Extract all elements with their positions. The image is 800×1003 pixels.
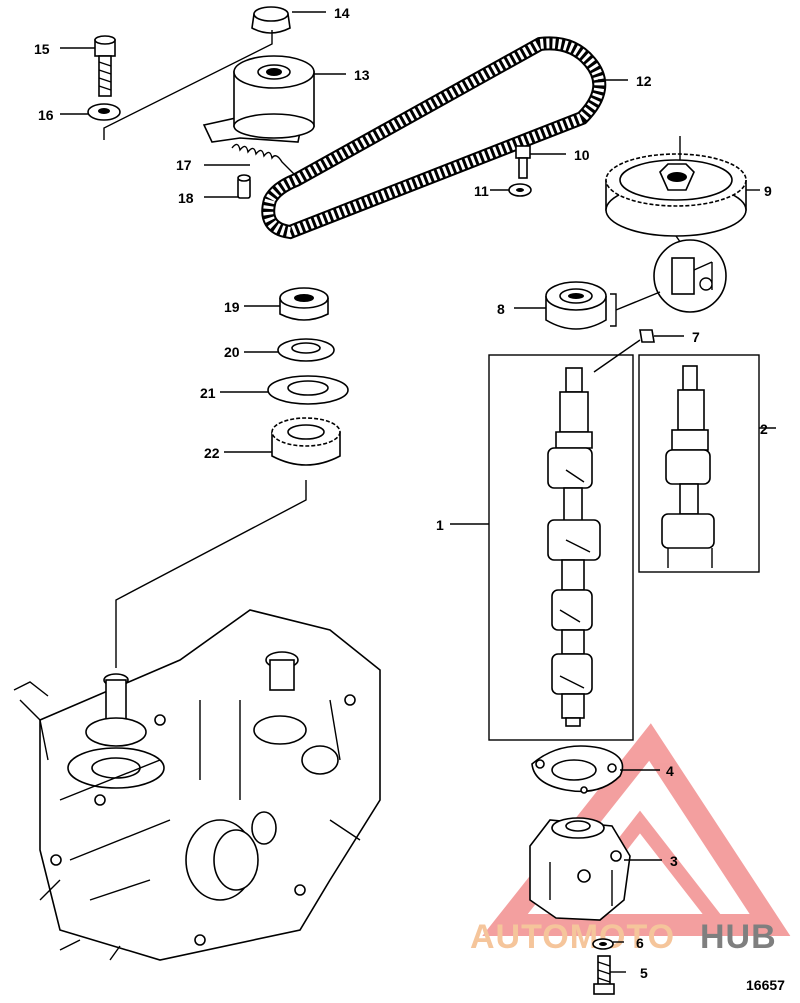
part-4-gasket — [531, 745, 660, 794]
part-12-timing-belt — [261, 36, 628, 240]
callout-5: 5 — [640, 965, 648, 981]
watermark-text-part1: AUTOMOTO — [470, 918, 675, 956]
part-5-bolt — [593, 955, 626, 995]
callout-16: 16 — [38, 107, 54, 123]
callout-12: 12 — [636, 73, 652, 89]
callout-17: 17 — [176, 157, 192, 173]
callout-22: 22 — [204, 445, 220, 461]
part-16-washer — [60, 103, 121, 121]
callout-1: 1 — [436, 517, 444, 533]
callout-19: 19 — [224, 299, 240, 315]
callout-10: 10 — [574, 147, 590, 163]
callout-21: 21 — [200, 385, 216, 401]
part-13-tensioner — [202, 55, 346, 143]
part-10-bolt — [515, 145, 566, 179]
part-8-oil-seal — [514, 281, 607, 330]
part-11-washer — [490, 183, 532, 197]
part-14-cap — [251, 6, 326, 34]
part-22-crank-sprocket — [115, 417, 341, 668]
callout-6: 6 — [636, 935, 644, 951]
callout-13: 13 — [354, 67, 370, 83]
group-leader-13-16 — [103, 30, 273, 140]
part-1-camshaft — [450, 354, 634, 741]
callout-18: 18 — [178, 190, 194, 206]
part-2-camshaft-alt — [638, 354, 776, 573]
part-20-plate — [244, 338, 335, 362]
engine-block — [13, 609, 381, 961]
part-7-key — [593, 329, 684, 373]
callout-15: 15 — [34, 41, 50, 57]
part-9-camshaft-sprocket — [605, 136, 760, 257]
part-6-washer — [592, 938, 624, 950]
detail-key-closeup — [610, 239, 727, 327]
part-17-spring — [204, 143, 295, 175]
callout-4: 4 — [666, 763, 674, 779]
callout-9: 9 — [764, 183, 772, 199]
part-15-bolt — [60, 35, 116, 97]
callout-11: 11 — [474, 183, 489, 199]
callout-20: 20 — [224, 344, 240, 360]
figure-id: 16657 — [746, 977, 785, 993]
callout-14: 14 — [334, 5, 350, 21]
callout-7: 7 — [692, 329, 700, 345]
watermark-text-part2: HUB — [700, 918, 777, 956]
callout-2: 2 — [760, 421, 768, 437]
callout-8: 8 — [497, 301, 505, 317]
part-21-washer — [220, 375, 349, 405]
part-19-seal — [244, 287, 329, 321]
part-3-oil-pump — [529, 817, 662, 921]
callout-3: 3 — [670, 853, 678, 869]
part-18-pin — [204, 174, 251, 199]
